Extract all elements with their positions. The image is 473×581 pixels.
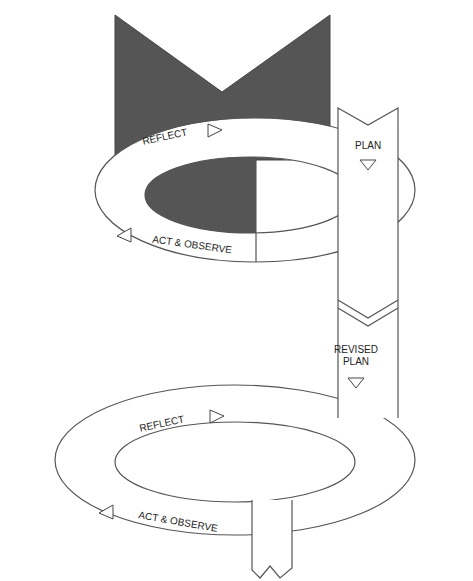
exit-band [252, 500, 292, 578]
band-break [338, 300, 398, 318]
descending-band-edge [338, 108, 398, 418]
descending-band [338, 108, 398, 418]
direction-arrow [348, 378, 364, 388]
direction-arrow [208, 124, 222, 137]
direction-arrow [117, 228, 131, 242]
direction-arrow [360, 160, 376, 170]
stage-label: PLAN [355, 140, 381, 152]
direction-arrow [99, 505, 113, 519]
stage-label: REVISED PLAN [330, 344, 382, 367]
direction-arrow [210, 410, 224, 423]
band-break [338, 308, 398, 326]
exit-band-edge [252, 500, 292, 578]
dark-hole [145, 157, 256, 233]
seam [255, 233, 256, 262]
